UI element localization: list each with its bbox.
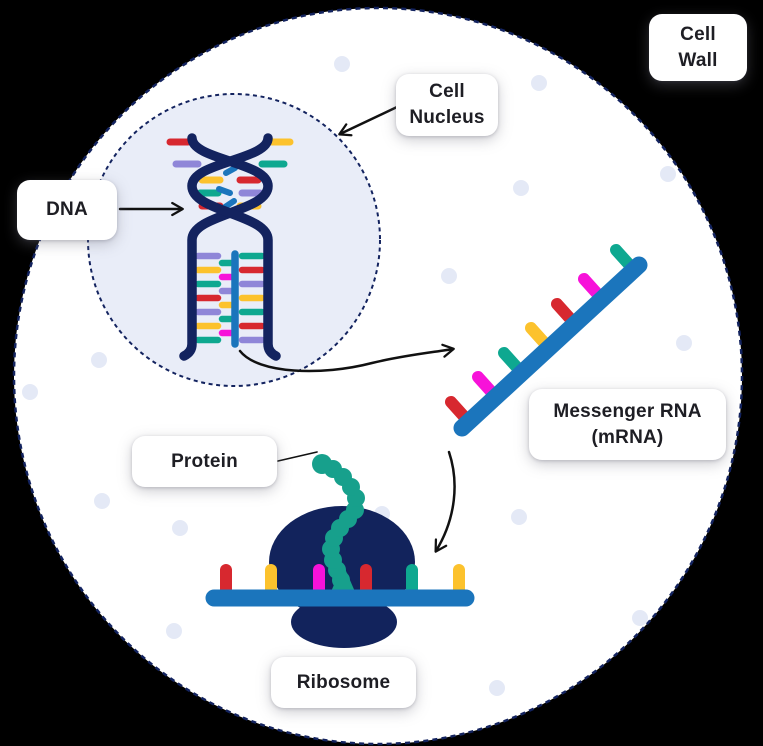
dna-illustration [166, 133, 294, 361]
label-text: DNA [46, 199, 88, 220]
label-cell-wall: Cell Wall [649, 14, 747, 81]
background-dot [489, 680, 505, 696]
dna-strands [179, 133, 281, 361]
annotation-arrows [118, 105, 456, 553]
background-dot [531, 75, 547, 91]
label-text: Messenger RNA [553, 400, 702, 422]
arrow-mrna-to-ribosome [434, 450, 456, 553]
background-dot [441, 268, 457, 284]
label-text: (mRNA) [591, 426, 664, 448]
background-dot [91, 352, 107, 368]
arrow-dna-to-mrna [238, 343, 455, 373]
mrna-backbone [453, 256, 648, 437]
label-text: Cell [429, 81, 465, 102]
label-text: Protein [171, 450, 238, 472]
free-nucleotides [216, 165, 238, 210]
label-cell-nucleus: Cell Nucleus [396, 74, 498, 136]
protein-chain [312, 454, 365, 589]
dna-top-rungs [166, 138, 294, 168]
dna-strand-right [187, 133, 281, 361]
ribosome-illustration [205, 454, 475, 648]
nucleus-envelope [87, 93, 381, 387]
background-dot [513, 180, 529, 196]
label-text: Cell [680, 23, 716, 45]
label-text: Wall [678, 49, 718, 71]
mrna-fragment [223, 165, 238, 176]
background-dot [632, 610, 648, 626]
background-dot [676, 335, 692, 351]
dna-bottom-rungs [194, 252, 266, 344]
protein-pointer-line [277, 451, 318, 462]
arrow-nucleus-pointer [338, 105, 399, 137]
protein-bead [312, 454, 332, 474]
background-dot [94, 493, 110, 509]
label-text: Ribosome [296, 671, 391, 693]
label-text: Nucleus [409, 107, 485, 128]
label-messenger-rna: Messenger RNA (mRNA) [529, 389, 726, 460]
background-dot [660, 166, 676, 182]
background-dot [334, 56, 350, 72]
background-dot [22, 384, 38, 400]
background-dot [511, 509, 527, 525]
label-dna: DNA [17, 180, 117, 240]
mrna-fragment [216, 186, 233, 196]
background-dot [172, 520, 188, 536]
label-protein: Protein [132, 436, 277, 487]
label-ribosome: Ribosome [271, 657, 416, 708]
mrna-strand [445, 244, 648, 437]
ribosome-small-subunit [291, 596, 397, 648]
background-dot [166, 623, 182, 639]
ribosome-mrna-ticks [220, 564, 465, 598]
mrna-fragment [222, 198, 237, 210]
